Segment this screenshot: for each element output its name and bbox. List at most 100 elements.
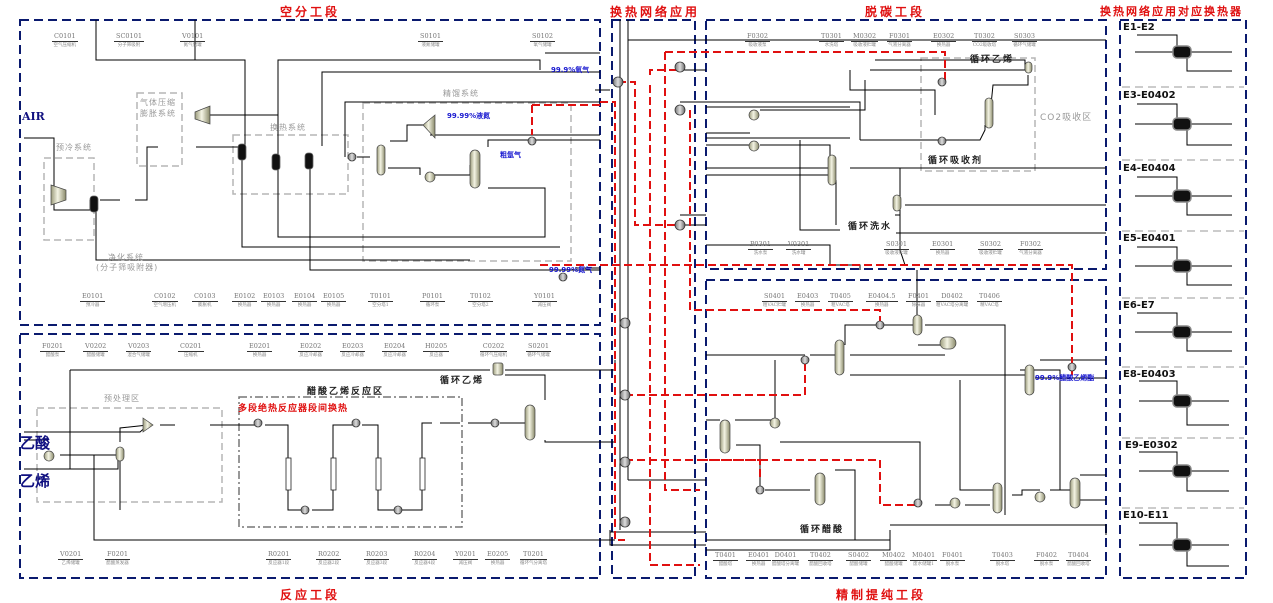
hx-pair-label[interactable]: E1-E2 (1123, 22, 1155, 33)
hx-pair-label[interactable]: E3-E0402 (1123, 90, 1176, 101)
stream-label-oxygen: 99.9%氧气 (551, 66, 590, 74)
section-air-separation-border (19, 19, 601, 326)
section-purification-border (705, 279, 1107, 579)
hx-pair-label[interactable]: E8-E0403 (1123, 369, 1176, 380)
feed-air-label: AIR (22, 110, 45, 123)
section-title-hx-mapping: 换热网络应用对应换热器 (1100, 5, 1243, 18)
section-title-decarbonization: 脱碳工段 (865, 5, 926, 19)
hx-pair-label[interactable]: E4-E0404 (1123, 163, 1176, 174)
stream-label-crude-argon: 粗氩气 (500, 151, 521, 159)
section-hx-mapping-border (1119, 19, 1247, 579)
hx-pair-label[interactable]: E9-E0302 (1125, 440, 1178, 451)
section-title-reaction: 反应工段 (280, 588, 341, 602)
zone-label-heat-exchange: 换热系统 (270, 123, 306, 132)
hx-pair-label[interactable]: E6-E7 (1123, 300, 1155, 311)
hx-mapping-icons (1135, 34, 1232, 567)
stream-label-nitrogen: 99.99%氮气 (549, 266, 593, 274)
zone-heat-exchange (232, 134, 349, 195)
hx-pair-label[interactable]: E10-E11 (1123, 510, 1169, 521)
section-reaction-border (19, 333, 601, 579)
zone-label-precool: 预冷系统 (56, 143, 92, 152)
section-decarbonization-border (705, 19, 1107, 270)
label-recycle-absorbent: 循环吸收剂 (928, 156, 984, 166)
zone-label-rectification: 精馏系统 (443, 89, 479, 98)
section-title-air-separation: 空分工段 (280, 5, 341, 19)
label-recycle-ethylene-decarb: 循环乙烯 (970, 55, 1015, 65)
zone-label-co2-absorption: CO2吸收区 (1040, 113, 1093, 123)
zone-rectification (362, 102, 572, 262)
feed-acetic-acid-label: 乙酸 (20, 434, 51, 452)
zone-compression (136, 92, 183, 167)
hx-pair-label[interactable]: E5-E0401 (1123, 233, 1176, 244)
